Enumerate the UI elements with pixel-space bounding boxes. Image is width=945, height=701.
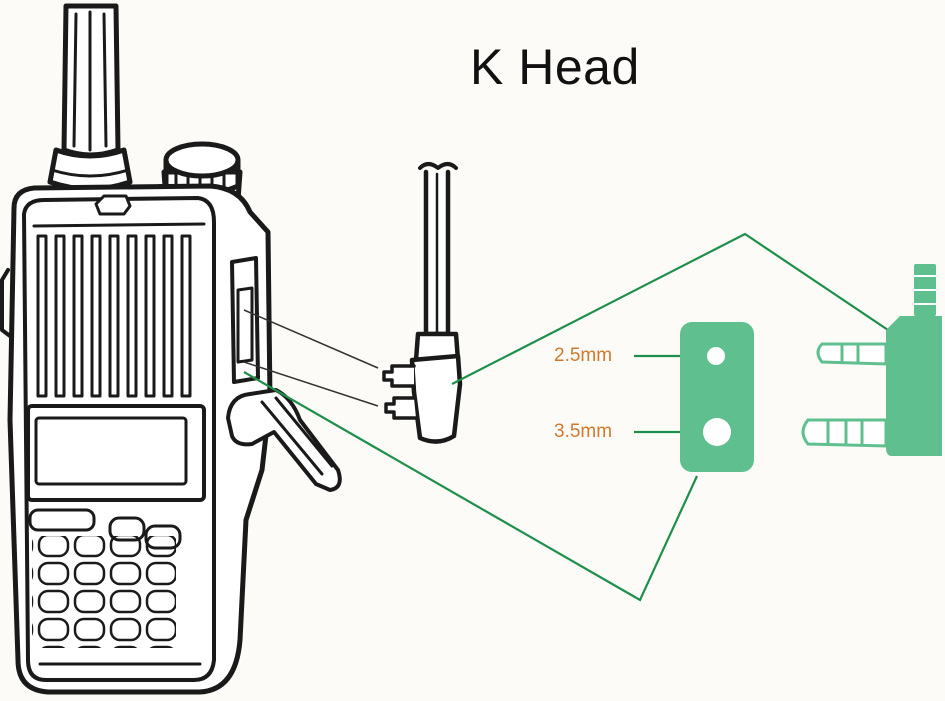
leader-lines xyxy=(243,232,898,602)
speaker-grille xyxy=(32,194,206,398)
walkie-talkie-icon xyxy=(0,3,342,695)
lcd-display xyxy=(26,404,206,502)
two-pin-socket-icon xyxy=(680,322,754,472)
diagram-title: K Head xyxy=(470,39,640,95)
guide-lines xyxy=(243,309,379,407)
antenna xyxy=(47,3,133,192)
k-type-plug-icon xyxy=(382,162,463,444)
label-2-5mm: 2.5mm xyxy=(554,345,613,366)
green-k-plug-icon xyxy=(801,264,942,456)
keypad xyxy=(28,508,202,666)
accessory-port xyxy=(226,256,342,492)
large-hole xyxy=(703,418,731,446)
small-hole xyxy=(707,347,725,365)
label-3-5mm: 3.5mm xyxy=(554,421,613,442)
